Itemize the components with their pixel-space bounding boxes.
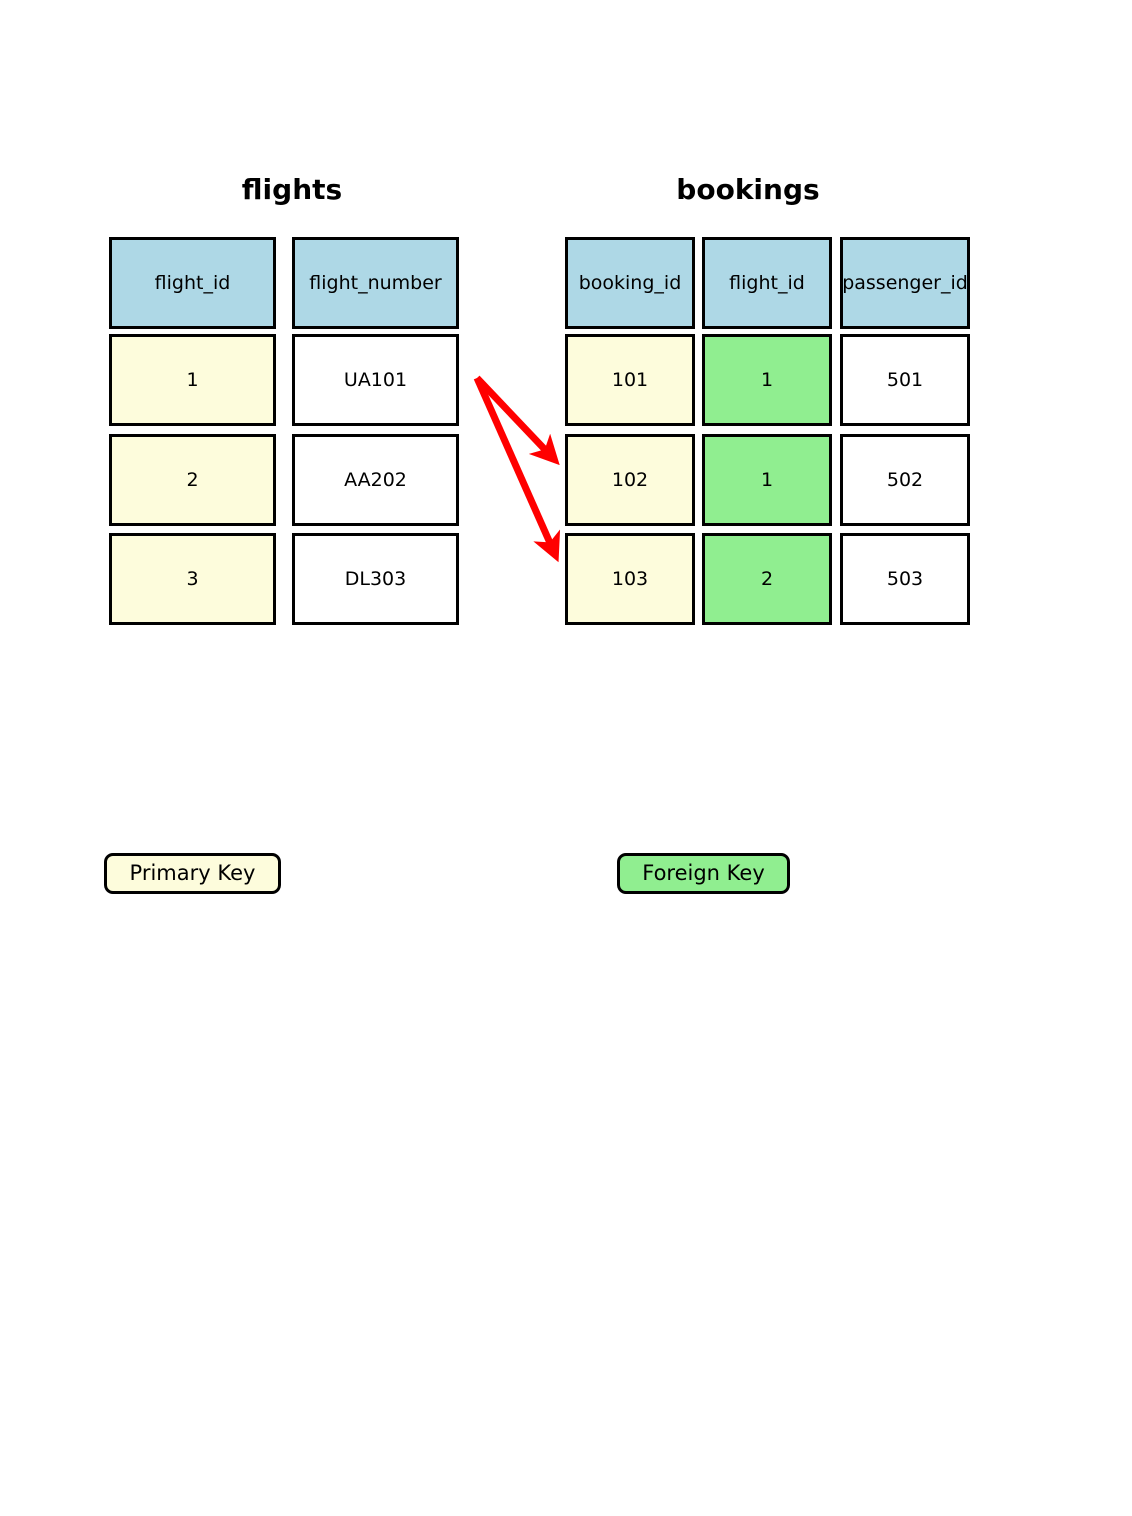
table-row: 101: [565, 334, 695, 426]
table-row: 501: [840, 334, 970, 426]
table-title-bookings: bookings: [676, 173, 820, 206]
cell-value: 102: [611, 468, 649, 491]
header-label: passenger_id: [842, 271, 968, 294]
table-row: UA101: [292, 334, 459, 426]
header-label: booking_id: [578, 271, 682, 294]
cell-value: 101: [611, 368, 649, 391]
cell-value: 2: [760, 567, 774, 590]
legend-label: Primary Key: [129, 861, 256, 885]
table-row: 1: [702, 434, 832, 526]
legend-foreign-key: Foreign Key: [617, 853, 790, 894]
table-row: 502: [840, 434, 970, 526]
table-row: 1: [702, 334, 832, 426]
header-label: flight_number: [309, 271, 442, 294]
header-cell-passenger-id: passenger_id: [840, 237, 970, 329]
cell-value: 103: [611, 567, 649, 590]
table-row: 1: [109, 334, 276, 426]
table-row: 103: [565, 533, 695, 625]
table-row: 102: [565, 434, 695, 526]
header-cell-flight-id: flight_id: [109, 237, 276, 329]
table-row: 2: [109, 434, 276, 526]
cell-value: 502: [886, 468, 924, 491]
cell-value: 503: [886, 567, 924, 590]
relationship-arrow-flight1-to-booking103: [473, 376, 561, 563]
cell-value: 2: [186, 468, 199, 491]
cell-value: 501: [886, 368, 924, 391]
cell-value: UA101: [343, 368, 408, 391]
cell-value: DL303: [344, 567, 407, 590]
header-cell-flight-id: flight_id: [702, 237, 832, 329]
table-row: 503: [840, 533, 970, 625]
header-label: flight_id: [154, 271, 231, 294]
cell-value: 1: [760, 468, 774, 491]
legend-label: Foreign Key: [642, 861, 765, 885]
table-title-flights: flights: [241, 173, 343, 206]
legend-primary-key: Primary Key: [104, 853, 281, 894]
table-row: AA202: [292, 434, 459, 526]
cell-value: 3: [186, 567, 199, 590]
cell-value: AA202: [344, 468, 407, 491]
cell-value: 1: [186, 368, 199, 391]
header-cell-flight-number: flight_number: [292, 237, 459, 329]
header-cell-booking-id: booking_id: [565, 237, 695, 329]
relationship-arrow-flight1-to-booking102: [474, 375, 560, 466]
table-row: 3: [109, 533, 276, 625]
cell-value: 1: [760, 368, 774, 391]
header-label: flight_id: [729, 271, 805, 294]
table-row: DL303: [292, 533, 459, 625]
table-row: 2: [702, 533, 832, 625]
